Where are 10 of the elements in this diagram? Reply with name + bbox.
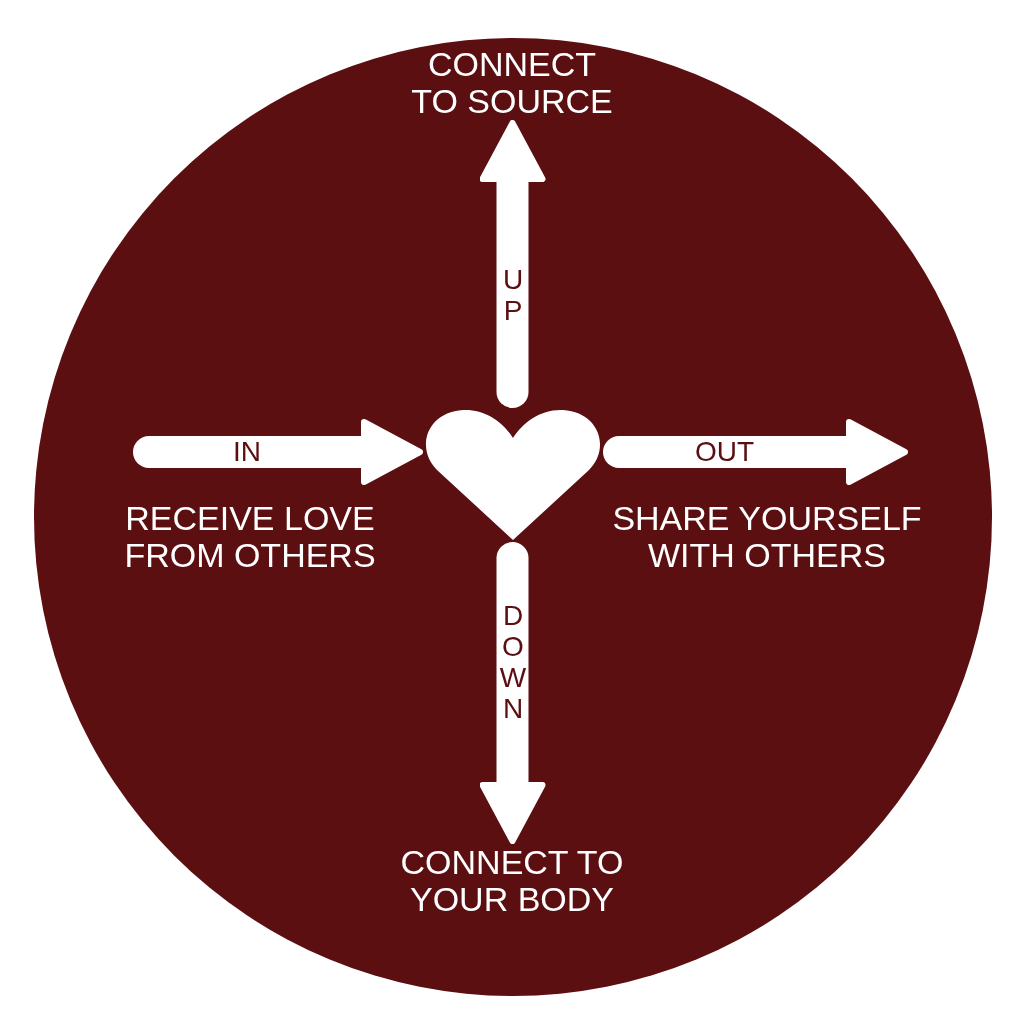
caption-text: CONNECT TO YOUR BODY xyxy=(377,844,647,918)
circle-background xyxy=(34,38,992,996)
edge-label: DOWN xyxy=(498,600,527,724)
edge-label: IN xyxy=(233,438,261,466)
caption-text: CONNECT TO SOURCE xyxy=(405,46,619,120)
edge-label: UP xyxy=(498,264,527,326)
edge-label: OUT xyxy=(694,438,755,466)
caption-text: RECEIVE LOVE FROM OTHERS xyxy=(123,500,377,574)
caption-text: SHARE YOURSELF WITH OTHERS xyxy=(611,500,923,574)
heart-shape xyxy=(423,408,603,542)
